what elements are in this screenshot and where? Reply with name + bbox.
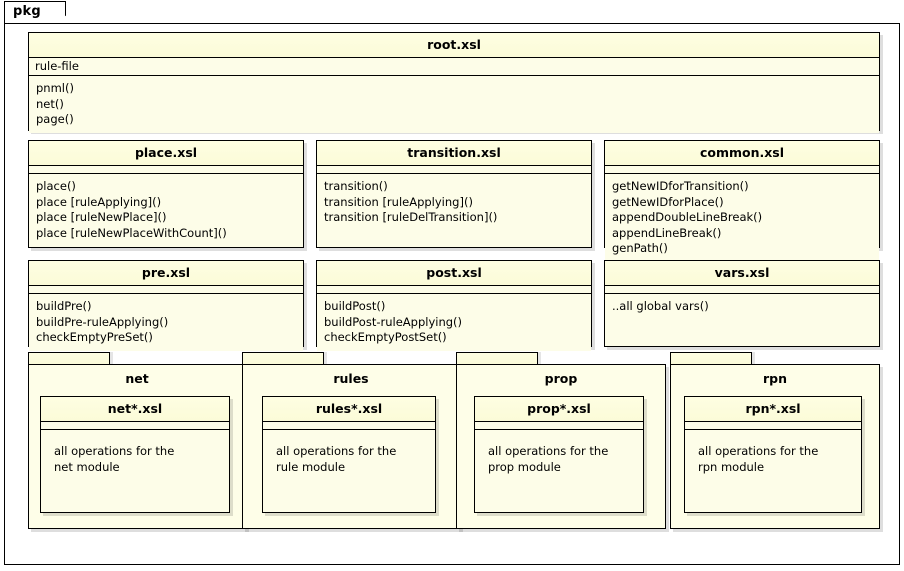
- operation-line: checkEmptyPostSet(): [324, 330, 447, 344]
- class-title-transition-xsl: transition.xsl: [317, 141, 591, 166]
- package-rules[interactable]: rules rules*.xsl all operations for the …: [242, 352, 460, 529]
- class-attributes-post-xsl: [317, 286, 591, 294]
- package-net-tab: [28, 352, 110, 365]
- package-rpn-title: rpn: [762, 371, 787, 386]
- operation-line: rule module: [276, 459, 346, 474]
- operation-line: net module: [54, 459, 120, 474]
- operation-line: transition(): [324, 179, 388, 193]
- class-operations-prop-star-xsl: all operations for the prop module: [475, 430, 643, 480]
- operation-line: transition [ruleApplying](): [324, 194, 473, 209]
- class-title-prop-star-xsl: prop*.xsl: [475, 397, 643, 422]
- package-net[interactable]: net net*.xsl all operations for the net …: [28, 352, 246, 529]
- class-attributes-vars-xsl: [605, 286, 879, 294]
- class-operations-common-xsl: getNewIDforTransition() getNewIDforPlace…: [605, 174, 879, 262]
- class-place-xsl[interactable]: place.xsl place() place [ruleApplying]()…: [28, 140, 304, 248]
- operation-line: buildPost(): [324, 299, 386, 313]
- package-rules-title: rules: [333, 371, 369, 386]
- operation-line: buildPost-ruleApplying(): [324, 314, 462, 329]
- class-attributes-prop-star-xsl: [475, 422, 643, 430]
- outer-package-tab: [4, 1, 66, 26]
- class-operations-rules-star-xsl: all operations for the rule module: [263, 430, 435, 480]
- package-prop-title: prop: [544, 371, 578, 386]
- class-attributes-net-star-xsl: [41, 422, 229, 430]
- operation-line: all operations for the: [488, 444, 609, 458]
- package-rpn-tab: [670, 352, 752, 365]
- class-rpn-star-xsl[interactable]: rpn*.xsl all operations for the rpn modu…: [684, 396, 862, 513]
- class-operations-pre-xsl: buildPre() buildPre-ruleApplying() check…: [29, 294, 303, 351]
- class-title-vars-xsl: vars.xsl: [605, 261, 879, 286]
- class-title-rules-star-xsl: rules*.xsl: [263, 397, 435, 422]
- class-title-common-xsl: common.xsl: [605, 141, 879, 166]
- class-prop-star-xsl[interactable]: prop*.xsl all operations for the prop mo…: [474, 396, 644, 513]
- operation-line: all operations for the: [54, 444, 175, 458]
- class-attributes-rules-star-xsl: [263, 422, 435, 430]
- class-attributes-pre-xsl: [29, 286, 303, 294]
- package-prop-tab: [456, 352, 538, 365]
- package-prop[interactable]: prop prop*.xsl all operations for the pr…: [456, 352, 666, 529]
- operation-line: getNewIDforTransition(): [612, 179, 749, 193]
- package-rules-tab: [242, 352, 324, 365]
- class-pre-xsl[interactable]: pre.xsl buildPre() buildPre-ruleApplying…: [28, 260, 304, 351]
- class-common-xsl[interactable]: common.xsl getNewIDforTransition() getNe…: [604, 140, 880, 262]
- operation-line: place [ruleNewPlaceWithCount](): [36, 225, 227, 240]
- class-vars-xsl[interactable]: vars.xsl ..all global vars(): [604, 260, 880, 347]
- operation-line: prop module: [488, 459, 561, 474]
- operation-line: rpn module: [698, 459, 765, 474]
- class-title-root-xsl: root.xsl: [29, 33, 879, 58]
- class-operations-rpn-star-xsl: all operations for the rpn module: [685, 430, 861, 480]
- class-operations-post-xsl: buildPost() buildPost-ruleApplying() che…: [317, 294, 591, 351]
- class-attributes-root-xsl: rule-file: [29, 58, 879, 76]
- class-net-star-xsl[interactable]: net*.xsl all operations for the net modu…: [40, 396, 230, 513]
- operation-line: pnml(): [36, 81, 74, 95]
- operation-line: buildPre(): [36, 299, 92, 313]
- operation-line: all operations for the: [276, 444, 397, 458]
- operation-line: all operations for the: [698, 444, 819, 458]
- class-operations-transition-xsl: transition() transition [ruleApplying]()…: [317, 174, 591, 231]
- operation-line: genPath(): [612, 241, 668, 255]
- class-title-post-xsl: post.xsl: [317, 261, 591, 286]
- operation-line: checkEmptyPreSet(): [36, 330, 153, 344]
- class-title-place-xsl: place.xsl: [29, 141, 303, 166]
- operation-line: appendLineBreak(): [612, 225, 722, 240]
- class-post-xsl[interactable]: post.xsl buildPost() buildPost-ruleApply…: [316, 260, 592, 351]
- outer-package-label: pkg: [13, 4, 41, 19]
- operation-line: appendDoubleLineBreak(): [612, 210, 763, 224]
- class-attributes-common-xsl: [605, 166, 879, 174]
- class-title-rpn-star-xsl: rpn*.xsl: [685, 397, 861, 422]
- operation-line: place [ruleApplying](): [36, 194, 162, 209]
- operation-line: page(): [36, 112, 74, 126]
- operation-line: place(): [36, 179, 76, 193]
- operation-line: net(): [36, 96, 64, 111]
- class-attributes-rpn-star-xsl: [685, 422, 861, 430]
- operation-line: ..all global vars(): [612, 299, 709, 313]
- operation-line: getNewIDforPlace(): [612, 194, 724, 209]
- class-title-net-star-xsl: net*.xsl: [41, 397, 229, 422]
- class-operations-net-star-xsl: all operations for the net module: [41, 430, 229, 480]
- class-operations-root-xsl: pnml() net() page(): [29, 76, 879, 133]
- operation-line: place [ruleNewPlace](): [36, 210, 167, 224]
- class-attributes-transition-xsl: [317, 166, 591, 174]
- class-root-xsl[interactable]: root.xsl rule-file pnml() net() page(): [28, 32, 880, 133]
- class-attributes-place-xsl: [29, 166, 303, 174]
- class-transition-xsl[interactable]: transition.xsl transition() transition […: [316, 140, 592, 248]
- class-rules-star-xsl[interactable]: rules*.xsl all operations for the rule m…: [262, 396, 436, 513]
- package-net-title: net: [125, 371, 149, 386]
- operation-line: buildPre-ruleApplying(): [36, 314, 169, 329]
- class-operations-vars-xsl: ..all global vars(): [605, 294, 879, 320]
- class-operations-place-xsl: place() place [ruleApplying]() place [ru…: [29, 174, 303, 246]
- operation-line: transition [ruleDelTransition](): [324, 210, 498, 224]
- package-rpn[interactable]: rpn rpn*.xsl all operations for the rpn …: [670, 352, 880, 529]
- class-title-pre-xsl: pre.xsl: [29, 261, 303, 286]
